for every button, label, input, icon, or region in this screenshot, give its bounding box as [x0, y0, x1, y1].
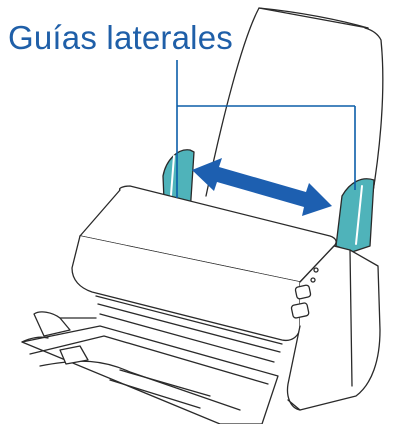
double-headed-arrow-icon [192, 158, 332, 216]
side-guides-label: Guías laterales [8, 19, 233, 56]
scanner-body [71, 235, 381, 411]
right-side-guide [335, 178, 375, 253]
paper-sheet [205, 7, 384, 199]
output-stacker [21, 311, 279, 424]
callout-leader-lines [176, 60, 356, 198]
